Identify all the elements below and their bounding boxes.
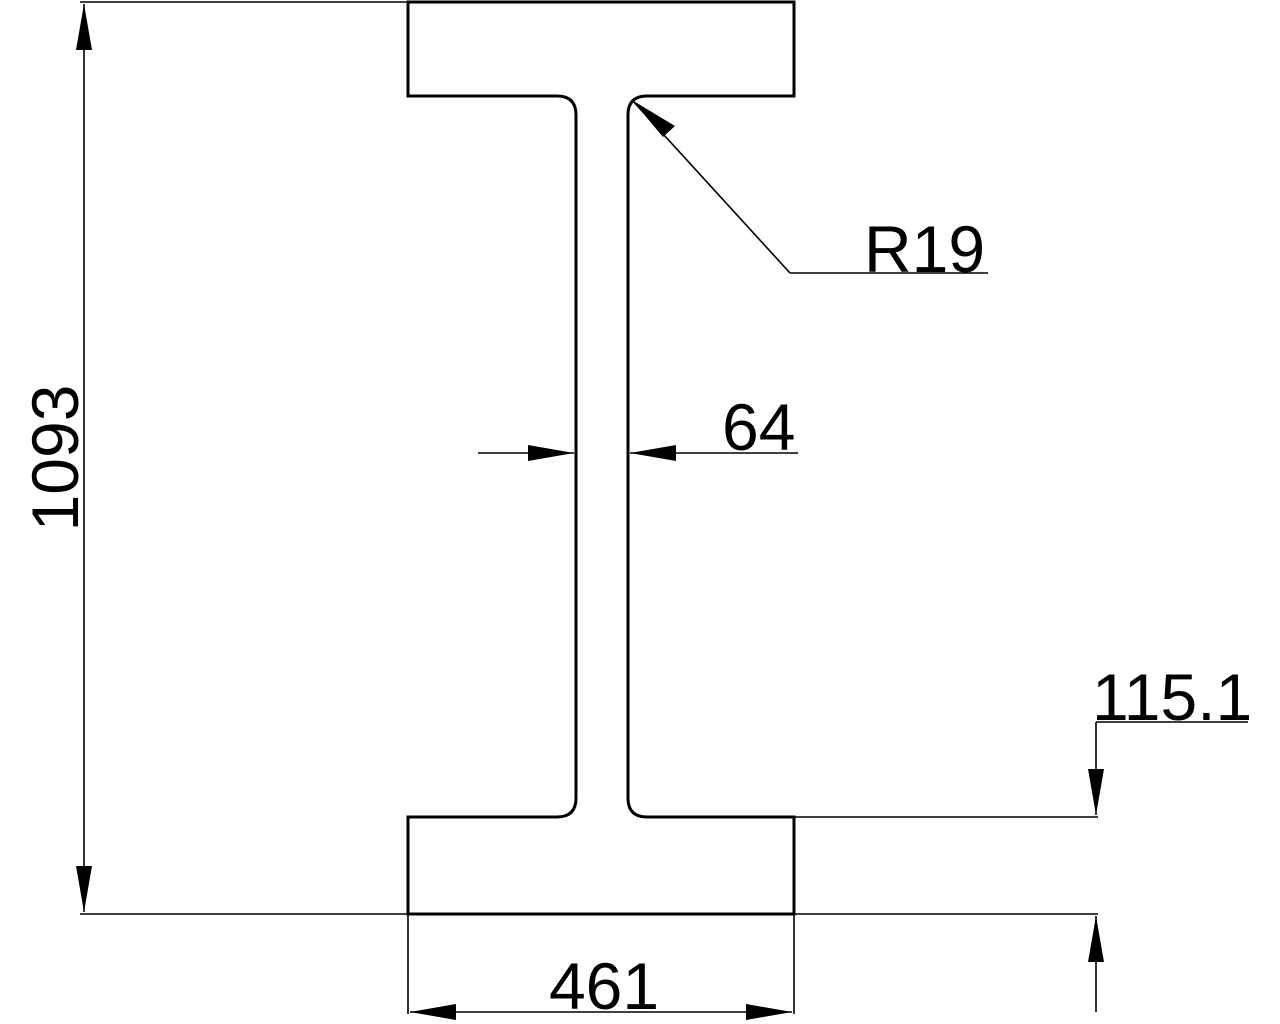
flange-thickness-label: 115.1 <box>1092 660 1252 734</box>
web-arrow-right <box>630 445 676 461</box>
fillet-radius-label: R19 <box>864 212 985 286</box>
flange-arrow-top <box>1088 769 1104 815</box>
web-arrow-left <box>528 445 574 461</box>
web-thickness-dimension: 64 <box>478 390 798 464</box>
height-arrow-top <box>76 4 92 50</box>
flange-thickness-dimension: 115.1 <box>794 660 1252 1012</box>
flange-width-dimension: 461 <box>407 914 795 1023</box>
width-arrow-right <box>746 1004 792 1020</box>
width-dimension-label: 461 <box>549 949 659 1023</box>
height-dimension: 1093 <box>18 1 1098 915</box>
radius-arrow <box>632 100 675 137</box>
web-thickness-label: 64 <box>722 390 795 464</box>
height-arrow-bottom <box>76 866 92 912</box>
flange-arrow-bottom <box>1088 916 1104 962</box>
width-arrow-left <box>410 1004 456 1020</box>
fillet-radius-callout: R19 <box>631 99 988 286</box>
height-dimension-label: 1093 <box>18 385 92 532</box>
